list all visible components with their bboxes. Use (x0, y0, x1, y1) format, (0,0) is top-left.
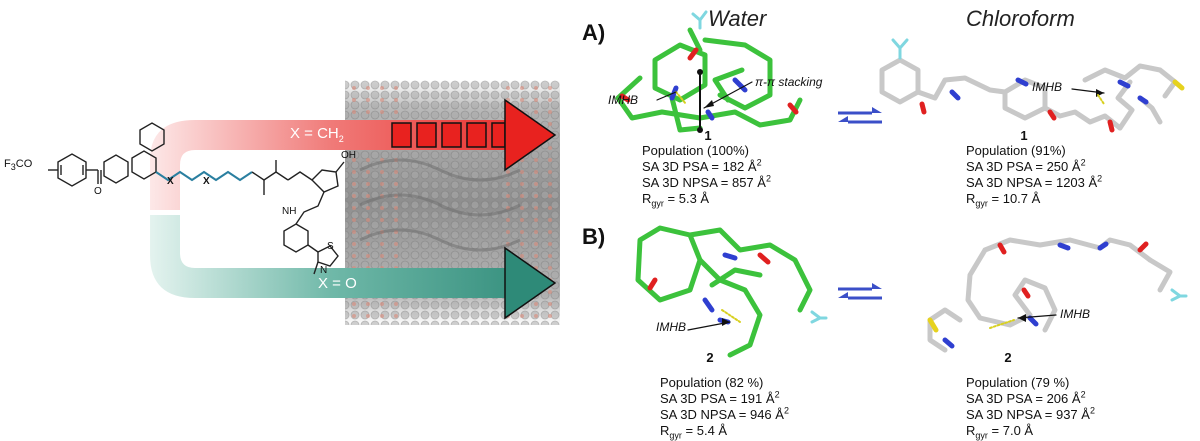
chloroform-column-header: Chloroform (966, 6, 1075, 31)
compound-number-a-chloroform: 1 (1020, 128, 1028, 143)
conformer-B-chloroform (927, 237, 1188, 353)
stats-b-water: Population (82 %) SA 3D PSA = 191 Å2 SA … (660, 375, 789, 441)
stats-a-water: Population (100%) SA 3D PSA = 182 Å2 SA … (642, 143, 771, 209)
panel-a-label: A) (582, 20, 606, 45)
pi-stacking-label: π-π stacking (755, 75, 823, 89)
water-column-header: Water (708, 6, 767, 31)
linker-x-2: X (203, 176, 210, 187)
imhb-label-a-water: IMHB (608, 93, 638, 107)
red-permeation-arrow (150, 98, 557, 210)
ocf3-label: F3CO (4, 158, 33, 173)
compound-number-b-chloroform: 2 (1004, 350, 1012, 365)
npsa: SA 3D NPSA = 946 Å2 (660, 405, 789, 422)
thiazole-s-label: S (327, 241, 334, 252)
population: Population (91%) (966, 143, 1066, 158)
npsa: SA 3D NPSA = 937 Å2 (966, 405, 1095, 422)
population: Population (79 %) (966, 375, 1070, 390)
rgyr: Rgyr = 7.0 Å (966, 423, 1034, 441)
rgyr: Rgyr = 5.4 Å (660, 423, 728, 441)
psa: SA 3D PSA = 191 Å2 (660, 389, 780, 406)
stats-b-chloroform: Population (79 %) SA 3D PSA = 206 Å2 SA … (966, 375, 1095, 441)
compound-number-b-water: 2 (706, 350, 714, 365)
path-bottom-label: X = O (318, 275, 357, 292)
chemical-structure (48, 122, 345, 275)
panel-b-label: B) (582, 224, 606, 249)
psa: SA 3D PSA = 250 Å2 (966, 157, 1086, 174)
stats-a-chloroform: Population (91%) SA 3D PSA = 250 Å2 SA 3… (966, 143, 1103, 209)
equilibrium-arrows-A (838, 107, 882, 124)
conformer-B-water (635, 225, 828, 358)
linker-x-1: X (167, 176, 174, 187)
compound-number-a-water: 1 (704, 128, 712, 143)
rgyr: Rgyr = 10.7 Å (966, 191, 1041, 209)
imhb-label-b-water: IMHB (656, 320, 686, 334)
population: Population (100%) (642, 143, 749, 158)
path-top-label: X = CH2 (290, 125, 344, 144)
npsa: SA 3D NPSA = 1203 Å2 (966, 173, 1103, 190)
imhb-label-b-chloroform: IMHB (1060, 307, 1090, 321)
hydroxyl-label: OH (341, 150, 356, 161)
psa: SA 3D PSA = 206 Å2 (966, 389, 1086, 406)
imhb-label-a-chloroform: IMHB (1032, 80, 1062, 94)
carbonyl-o-label: O (94, 186, 102, 197)
population: Population (82 %) (660, 375, 764, 390)
thiazole-n-label: N (320, 265, 328, 276)
npsa: SA 3D NPSA = 857 Å2 (642, 173, 771, 190)
teal-permeation-arrow (150, 215, 557, 320)
rgyr: Rgyr = 5.3 Å (642, 191, 710, 209)
conformer-A-chloroform (879, 38, 1185, 133)
equilibrium-arrows-B (838, 283, 882, 300)
nh-label: NH (282, 206, 297, 217)
psa: SA 3D PSA = 182 Å2 (642, 157, 762, 174)
conformer-A-water (615, 10, 803, 133)
